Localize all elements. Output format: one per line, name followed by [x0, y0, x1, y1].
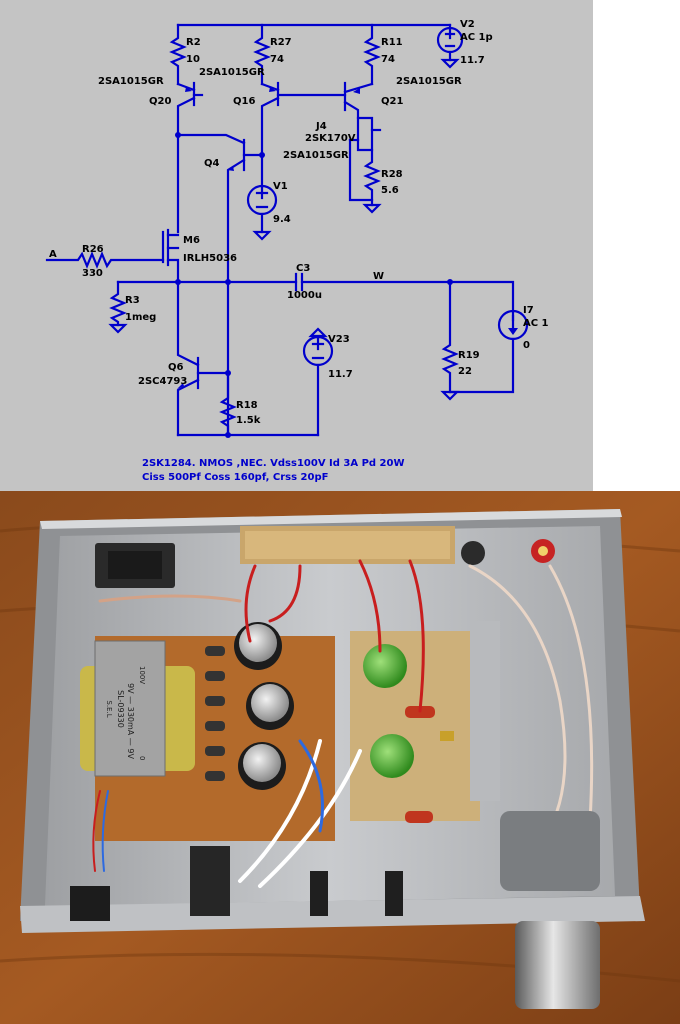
transformer-voltage: 100V [138, 666, 146, 684]
r11-resistor [363, 23, 381, 86]
q21-transistor [343, 81, 374, 120]
headphone-jack [190, 846, 230, 916]
v2-voltage-source [436, 23, 464, 69]
i7-ac: AC 1 [523, 318, 549, 329]
m6-type: IRLH5036 [183, 253, 237, 264]
r3-resistor [109, 280, 127, 327]
v23-value: 11.7 [328, 369, 353, 380]
r11-value: 74 [381, 54, 395, 65]
j4-type: 2SK170V [305, 133, 356, 144]
node-a-label: A [49, 249, 57, 260]
green-capacitors [363, 644, 414, 778]
j4-label: J4 [315, 121, 327, 132]
q16-label: Q16 [233, 96, 255, 107]
i7-label: I7 [523, 305, 534, 316]
i7-value: 0 [523, 340, 530, 351]
heatsink-bracket [470, 621, 500, 801]
r27-value: 74 [270, 54, 284, 65]
note-line-2: Ciss 500Pf Coss 160pf, Crss 20pF [142, 472, 328, 483]
rca-jack-black [461, 541, 485, 565]
r18-resistor [219, 371, 237, 437]
r19-value: 22 [458, 366, 472, 377]
v2-ac: AC 1p [460, 32, 493, 43]
r26-resistor [45, 251, 165, 269]
v23-voltage-source [302, 327, 334, 437]
v1-voltage-source [246, 153, 278, 241]
r28-value: 5.6 [381, 185, 399, 196]
transformer-rating: 9V — 330mA — 9V [126, 683, 135, 759]
r2-resistor [169, 23, 187, 86]
v2-label: V2 [460, 19, 475, 30]
transformer-zero: 0 [138, 756, 146, 760]
transformer-model: SL-09330 [116, 690, 125, 728]
r27-label: R27 [270, 37, 292, 48]
input-jack-right [385, 871, 403, 916]
q20-type: 2SA1015GR [98, 76, 164, 87]
r26-label: R26 [82, 244, 104, 255]
q4-transistor [176, 133, 264, 437]
c3-value: 1000u [287, 290, 322, 301]
v1-value: 9.4 [273, 214, 291, 225]
note-line-1: 2SK1284. NMOS ,NEC. Vdss100V Id 3A Pd 20… [142, 458, 405, 469]
j4-type2: 2SA1015GR [283, 150, 349, 161]
q16-type: 2SA1015GR [199, 67, 265, 78]
c3-label: C3 [296, 263, 310, 274]
q4-label: Q4 [204, 158, 220, 169]
v1-label: V1 [273, 181, 288, 192]
q21-label: Q21 [381, 96, 403, 107]
r28-label: R28 [381, 169, 403, 180]
power-switch [70, 886, 110, 921]
q6-type: 2SC4793 [138, 376, 187, 387]
q6-label: Q6 [168, 362, 184, 373]
r19-resistor [441, 280, 459, 394]
q6-transistor [176, 280, 230, 437]
r2-value: 10 [186, 54, 200, 65]
volume-potentiometer [500, 811, 600, 891]
amplifier-build-photo: 9V — 330mA — 9V SL-09330 S.E.L 100V 0 [0, 491, 680, 1024]
r27-resistor [253, 23, 271, 86]
m6-label: M6 [183, 235, 200, 246]
r2-label: R2 [186, 37, 201, 48]
q21-type: 2SA1015GR [396, 76, 462, 87]
rectifier-diodes [205, 646, 225, 781]
r11-label: R11 [381, 37, 403, 48]
r3-label: R3 [125, 295, 140, 306]
input-jack-left [310, 871, 328, 916]
v2-value: 11.7 [460, 55, 485, 66]
m6-mosfet [161, 133, 180, 284]
r19-label: R19 [458, 350, 480, 361]
r28-resistor [363, 148, 381, 207]
r3-value: 1meg [125, 312, 156, 323]
v23-label: V23 [328, 334, 350, 345]
r26-value: 330 [82, 268, 103, 279]
circuit-schematic: R2 10 R27 74 R11 74 V2 AC 1p 11.7 2SA101… [0, 0, 593, 491]
node-w-label: W [373, 271, 384, 282]
r18-label: R18 [236, 400, 258, 411]
transformer-brand: S.E.L [105, 700, 113, 717]
volume-knob[interactable] [515, 921, 600, 1009]
j4-jfet [348, 116, 382, 202]
transformer: 9V — 330mA — 9V SL-09330 S.E.L 100V 0 [80, 640, 195, 777]
r18-value: 1.5k [236, 415, 261, 426]
i7-current-source [448, 309, 529, 394]
q20-label: Q20 [149, 96, 171, 107]
